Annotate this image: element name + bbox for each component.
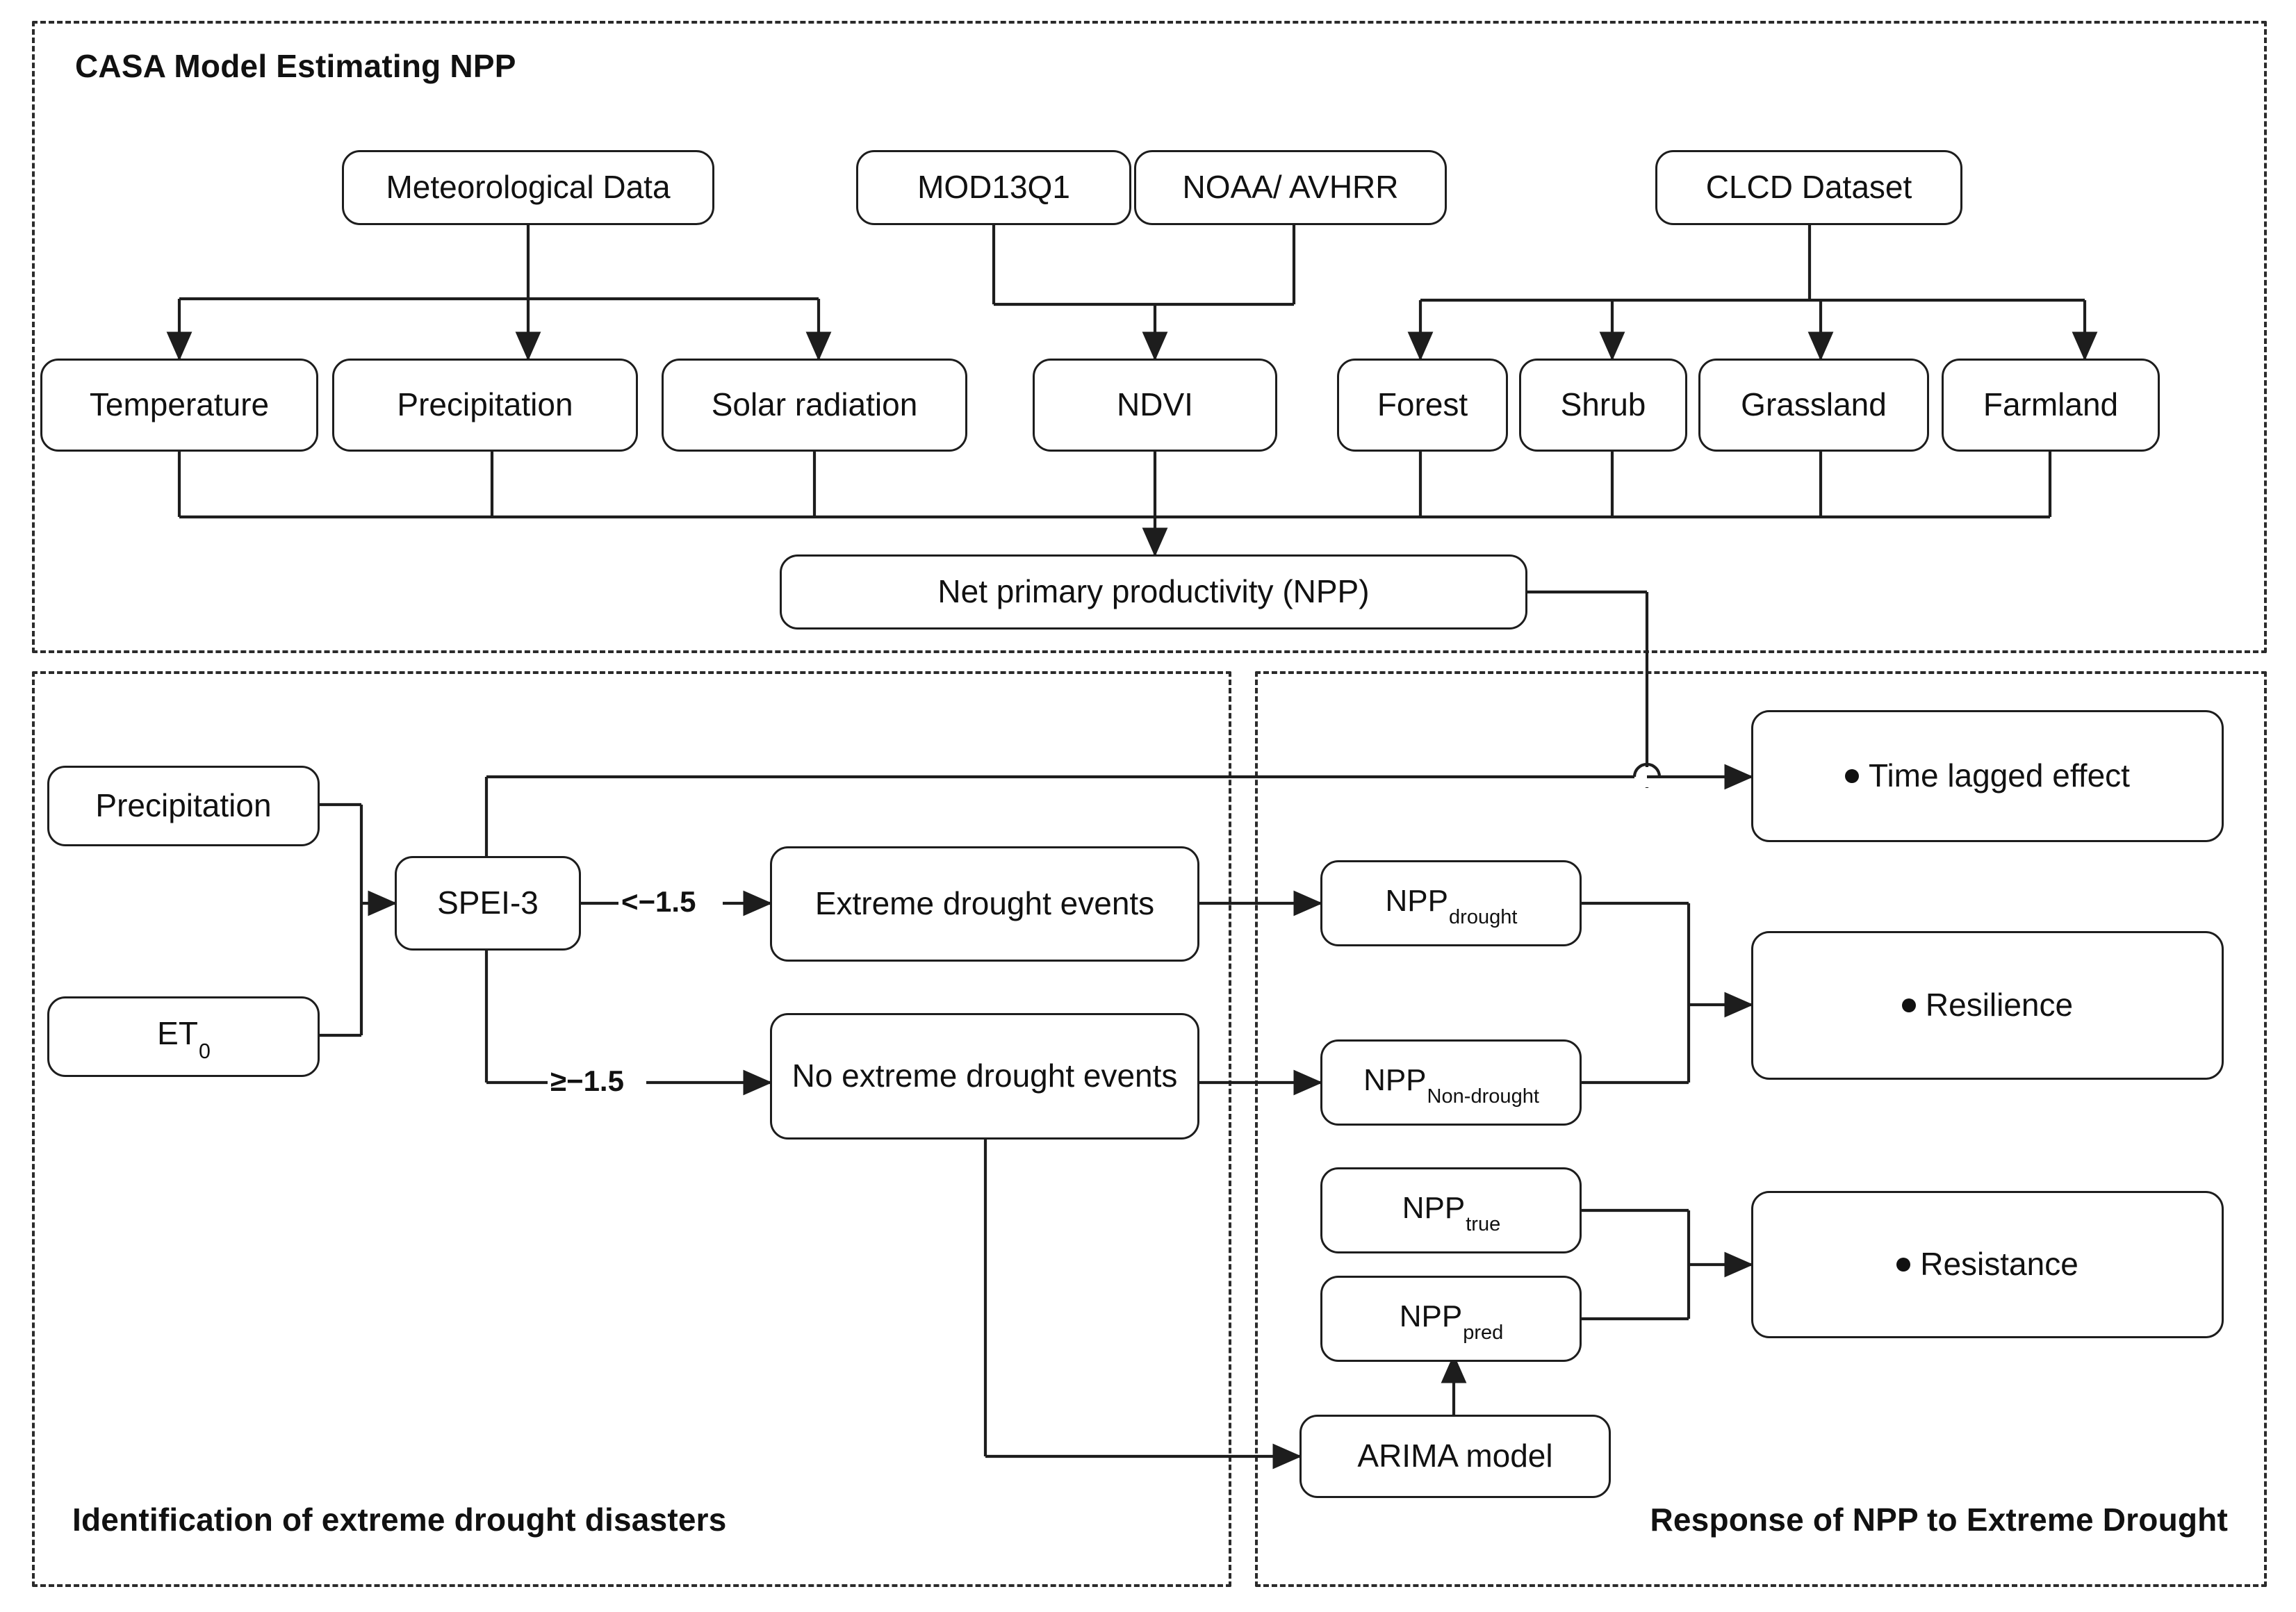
node-precipitation-input[interactable]: Precipitation <box>47 766 320 846</box>
node-resistance[interactable]: Resistance <box>1751 1191 2224 1338</box>
node-temperature[interactable]: Temperature <box>40 359 318 452</box>
node-label: Time lagged effect <box>1845 757 2130 794</box>
node-ndvi[interactable]: NDVI <box>1033 359 1277 452</box>
node-label: Resistance <box>1896 1246 2078 1283</box>
node-no-extreme-drought-events[interactable]: No extreme drought events <box>770 1013 1199 1140</box>
node-label: Forest <box>1377 386 1468 423</box>
et0-subscript: 0 <box>198 1039 211 1063</box>
panel-title-identification: Identification of extreme drought disast… <box>72 1502 727 1538</box>
node-grassland[interactable]: Grassland <box>1698 359 1929 452</box>
node-label: CLCD Dataset <box>1705 169 1912 206</box>
node-npp-true[interactable]: NPPtrue <box>1320 1167 1582 1253</box>
node-label: NPPNon-drought <box>1363 1062 1539 1108</box>
node-label: Net primary productivity (NPP) <box>937 573 1370 610</box>
node-label: Solar radiation <box>711 386 918 423</box>
node-label: Meteorological Data <box>386 169 671 206</box>
node-resilience[interactable]: Resilience <box>1751 931 2224 1080</box>
node-farmland[interactable]: Farmland <box>1942 359 2160 452</box>
node-label: NPPpred <box>1399 1299 1504 1344</box>
node-meteorological-data[interactable]: Meteorological Data <box>342 150 714 225</box>
node-label: Resilience <box>1901 987 2073 1023</box>
node-label: Temperature <box>89 386 270 423</box>
node-forest[interactable]: Forest <box>1337 359 1508 452</box>
panel-response <box>1255 671 2267 1587</box>
panel-casa-model <box>32 21 2267 653</box>
node-clcd-dataset[interactable]: CLCD Dataset <box>1655 150 1962 225</box>
node-noaa-avhrr[interactable]: NOAA/ AVHRR <box>1134 150 1447 225</box>
node-spei-3[interactable]: SPEI-3 <box>395 856 581 951</box>
bullet-icon <box>1901 998 1916 1013</box>
node-time-lagged-effect[interactable]: Time lagged effect <box>1751 710 2224 842</box>
node-extreme-drought-events[interactable]: Extreme drought events <box>770 846 1199 962</box>
node-npp-non-drought[interactable]: NPPNon-drought <box>1320 1039 1582 1126</box>
node-label: NPPdrought <box>1385 883 1518 929</box>
panel-title-response: Response of NPP to Extreme Drought <box>1650 1502 2228 1538</box>
node-label: Grassland <box>1741 386 1887 423</box>
node-label: ARIMA model <box>1357 1438 1553 1474</box>
node-label: NOAA/ AVHRR <box>1182 169 1399 206</box>
npp-drought-subscript: drought <box>1449 906 1518 929</box>
node-solar-radiation[interactable]: Solar radiation <box>662 359 967 452</box>
node-label: Farmland <box>1983 386 2119 423</box>
node-net-primary-productivity[interactable]: Net primary productivity (NPP) <box>780 554 1527 630</box>
node-et0-input[interactable]: ET0 <box>47 996 320 1077</box>
panel-identification <box>32 671 1231 1587</box>
edge-label-drought-threshold: <−1.5 <box>618 885 699 919</box>
node-npp-drought[interactable]: NPPdrought <box>1320 860 1582 946</box>
node-label: ET0 <box>157 1015 211 1063</box>
node-label: NDVI <box>1117 386 1193 423</box>
bullet-icon <box>1896 1258 1911 1272</box>
npp-pred-subscript: pred <box>1463 1322 1504 1344</box>
node-mod13q1[interactable]: MOD13Q1 <box>856 150 1131 225</box>
node-label: Shrub <box>1560 386 1646 423</box>
node-label: SPEI-3 <box>437 885 539 921</box>
node-precipitation-casa[interactable]: Precipitation <box>332 359 638 452</box>
node-shrub[interactable]: Shrub <box>1519 359 1687 452</box>
node-label: Extreme drought events <box>814 885 1155 922</box>
npp-non-drought-subscript: Non-drought <box>1427 1085 1539 1108</box>
node-label: No extreme drought events <box>792 1058 1178 1094</box>
node-arima-model[interactable]: ARIMA model <box>1299 1415 1611 1498</box>
panel-title-casa: CASA Model Estimating NPP <box>75 48 516 84</box>
bullet-icon <box>1845 769 1860 784</box>
node-npp-pred[interactable]: NPPpred <box>1320 1276 1582 1362</box>
node-label: Precipitation <box>397 386 573 423</box>
node-label: Precipitation <box>95 787 272 824</box>
edge-label-no-drought-threshold: ≥−1.5 <box>548 1064 627 1098</box>
npp-true-subscript: true <box>1466 1213 1501 1236</box>
node-label: NPPtrue <box>1402 1190 1501 1236</box>
node-label: MOD13Q1 <box>917 169 1070 206</box>
